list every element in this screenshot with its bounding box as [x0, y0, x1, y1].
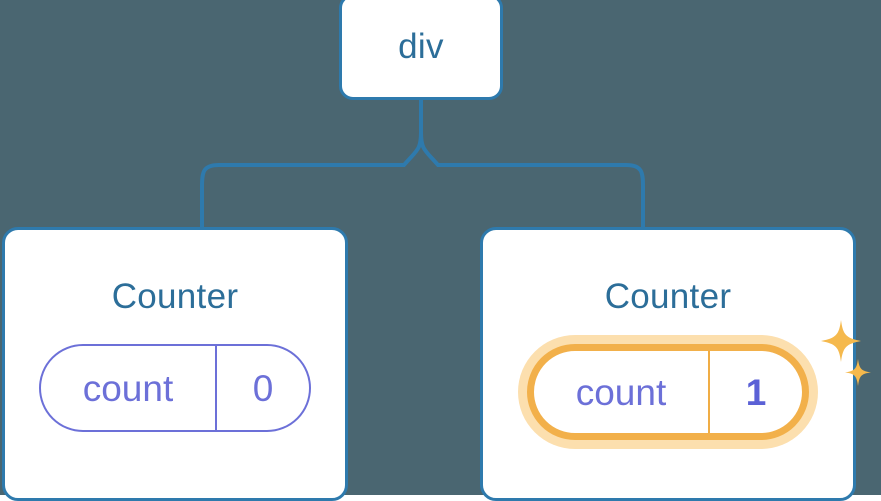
state-key-label: count [82, 367, 174, 409]
state-pill-left-key-cell: count [41, 346, 217, 430]
connector-to-right-child [419, 130, 645, 229]
state-pill-right-value-cell: 1 [710, 351, 802, 433]
state-pill-right[interactable]: count 1 [527, 344, 809, 440]
node-counter-right[interactable]: Counter count 1 [480, 227, 871, 501]
state-pill-left-value-cell: 0 [217, 346, 309, 430]
sparkle-group [821, 320, 871, 386]
state-pill-wrap-left: count 0 [39, 344, 311, 432]
state-pill-left[interactable]: count 0 [39, 344, 311, 432]
node-counter-left-title: Counter [111, 277, 239, 316]
state-pill-right-key-cell: count [534, 351, 710, 433]
sparkle-icon [821, 320, 861, 362]
node-counter-left[interactable]: Counter count 0 [2, 227, 348, 501]
node-counter-right-title: Counter [604, 277, 732, 316]
sparkle-icon [845, 359, 871, 386]
state-value-label: 1 [745, 371, 767, 413]
connector-to-left-child [200, 130, 423, 229]
state-pill-wrap-right: count 1 [527, 320, 871, 440]
state-key-label: count [575, 371, 667, 413]
node-div-label: div [398, 27, 444, 66]
node-div[interactable]: div [339, 0, 503, 100]
state-value-label: 0 [252, 367, 274, 409]
